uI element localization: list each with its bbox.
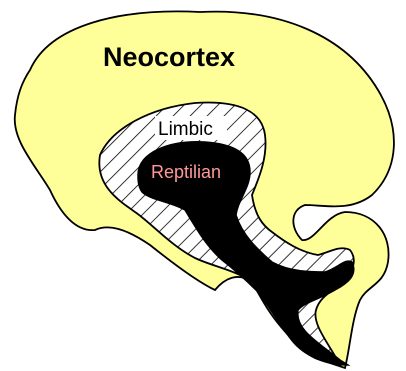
reptilian-label: Reptilian <box>151 162 221 182</box>
limbic-label: Limbic <box>158 119 213 140</box>
neocortex-label: Neocortex <box>103 42 235 72</box>
